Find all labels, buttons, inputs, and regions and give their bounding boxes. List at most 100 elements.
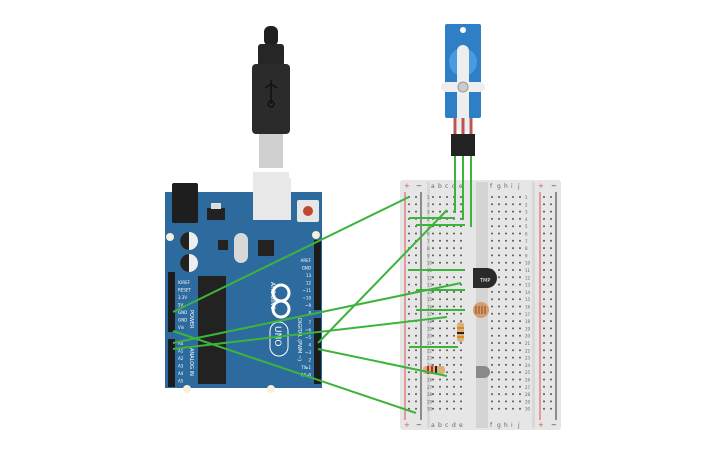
breadboard-hole[interactable] bbox=[415, 261, 417, 264]
breadboard-hole[interactable] bbox=[432, 283, 434, 286]
breadboard-hole[interactable] bbox=[446, 298, 448, 301]
breadboard-hole[interactable] bbox=[498, 276, 500, 279]
breadboard-hole[interactable] bbox=[408, 283, 410, 286]
breadboard-hole[interactable] bbox=[550, 232, 552, 235]
breadboard-hole[interactable] bbox=[519, 232, 521, 235]
breadboard-hole[interactable] bbox=[491, 210, 493, 213]
breadboard-hole[interactable] bbox=[415, 356, 417, 359]
breadboard-hole[interactable] bbox=[439, 210, 441, 213]
breadboard-hole[interactable] bbox=[446, 363, 448, 366]
breadboard-hole[interactable] bbox=[491, 400, 493, 403]
breadboard-hole[interactable] bbox=[519, 239, 521, 242]
breadboard-hole[interactable] bbox=[415, 363, 417, 366]
breadboard-hole[interactable] bbox=[498, 261, 500, 264]
breadboard-hole[interactable] bbox=[498, 400, 500, 403]
breadboard-hole[interactable] bbox=[519, 356, 521, 359]
breadboard-hole[interactable] bbox=[519, 320, 521, 323]
breadboard-hole[interactable] bbox=[550, 276, 552, 279]
breadboard-hole[interactable] bbox=[543, 203, 545, 206]
breadboard-hole[interactable] bbox=[453, 247, 455, 250]
breadboard-hole[interactable] bbox=[439, 247, 441, 250]
breadboard-hole[interactable] bbox=[519, 349, 521, 352]
breadboard-hole[interactable] bbox=[439, 305, 441, 308]
breadboard-hole[interactable] bbox=[550, 393, 552, 396]
breadboard-hole[interactable] bbox=[408, 276, 410, 279]
breadboard-hole[interactable] bbox=[432, 363, 434, 366]
breadboard-hole[interactable] bbox=[550, 334, 552, 337]
breadboard-hole[interactable] bbox=[446, 261, 448, 264]
breadboard-hole[interactable] bbox=[550, 349, 552, 352]
breadboard-hole[interactable] bbox=[491, 385, 493, 388]
breadboard-hole[interactable] bbox=[498, 203, 500, 206]
breadboard-hole[interactable] bbox=[498, 393, 500, 396]
breadboard-hole[interactable] bbox=[439, 261, 441, 264]
breadboard-hole[interactable] bbox=[512, 320, 514, 323]
breadboard-hole[interactable] bbox=[453, 232, 455, 235]
breadboard-hole[interactable] bbox=[415, 196, 417, 198]
breadboard-hole[interactable] bbox=[460, 298, 462, 301]
breadboard-hole[interactable] bbox=[453, 385, 455, 388]
breadboard-hole[interactable] bbox=[460, 239, 462, 242]
breadboard-hole[interactable] bbox=[415, 210, 417, 213]
breadboard-hole[interactable] bbox=[432, 320, 434, 323]
breadboard-hole[interactable] bbox=[550, 196, 552, 198]
breadboard-hole[interactable] bbox=[408, 254, 410, 257]
breadboard-hole[interactable] bbox=[415, 407, 417, 410]
breadboard-hole[interactable] bbox=[512, 254, 514, 257]
breadboard-hole[interactable] bbox=[408, 203, 410, 206]
breadboard-hole[interactable] bbox=[446, 305, 448, 308]
breadboard-hole[interactable] bbox=[505, 276, 507, 279]
breadboard-hole[interactable] bbox=[543, 407, 545, 410]
breadboard-hole[interactable] bbox=[453, 312, 455, 315]
breadboard-hole[interactable] bbox=[408, 225, 410, 228]
breadboard-hole[interactable] bbox=[491, 349, 493, 352]
breadboard-hole[interactable] bbox=[491, 298, 493, 301]
breadboard-hole[interactable] bbox=[439, 356, 441, 359]
breadboard-hole[interactable] bbox=[519, 378, 521, 381]
breadboard-hole[interactable] bbox=[519, 298, 521, 301]
breadboard-hole[interactable] bbox=[550, 254, 552, 257]
breadboard-hole[interactable] bbox=[446, 342, 448, 344]
breadboard-hole[interactable] bbox=[453, 239, 455, 242]
breadboard-hole[interactable] bbox=[453, 356, 455, 359]
breadboard-hole[interactable] bbox=[519, 210, 521, 213]
breadboard-hole[interactable] bbox=[432, 210, 434, 213]
breadboard-hole[interactable] bbox=[439, 320, 441, 323]
breadboard-hole[interactable] bbox=[519, 283, 521, 286]
breadboard-hole[interactable] bbox=[498, 305, 500, 308]
led[interactable] bbox=[476, 366, 490, 378]
breadboard-hole[interactable] bbox=[439, 312, 441, 315]
breadboard-hole[interactable] bbox=[505, 349, 507, 352]
breadboard-hole[interactable] bbox=[432, 196, 434, 198]
breadboard-hole[interactable] bbox=[543, 327, 545, 330]
breadboard-hole[interactable] bbox=[491, 225, 493, 228]
breadboard-hole[interactable] bbox=[453, 334, 455, 337]
breadboard-hole[interactable] bbox=[543, 196, 545, 198]
breadboard-hole[interactable] bbox=[453, 320, 455, 323]
breadboard-hole[interactable] bbox=[498, 327, 500, 330]
breadboard-hole[interactable] bbox=[408, 342, 410, 344]
breadboard-hole[interactable] bbox=[519, 290, 521, 293]
wire-d5[interactable] bbox=[317, 348, 448, 377]
breadboard-hole[interactable] bbox=[446, 247, 448, 250]
breadboard-hole[interactable] bbox=[491, 378, 493, 381]
breadboard-hole[interactable] bbox=[460, 385, 462, 388]
breadboard-hole[interactable] bbox=[505, 327, 507, 330]
breadboard-hole[interactable] bbox=[505, 290, 507, 293]
breadboard-hole[interactable] bbox=[453, 363, 455, 366]
breadboard-hole[interactable] bbox=[432, 276, 434, 279]
breadboard-hole[interactable] bbox=[460, 400, 462, 403]
breadboard-hole[interactable] bbox=[439, 283, 441, 286]
breadboard-hole[interactable] bbox=[446, 407, 448, 410]
breadboard-hole[interactable] bbox=[512, 261, 514, 264]
breadboard-hole[interactable] bbox=[432, 305, 434, 308]
breadboard-hole[interactable] bbox=[460, 393, 462, 396]
breadboard-hole[interactable] bbox=[543, 298, 545, 301]
breadboard-hole[interactable] bbox=[512, 334, 514, 337]
breadboard-hole[interactable] bbox=[519, 261, 521, 264]
breadboard-hole[interactable] bbox=[498, 407, 500, 410]
breadboard-hole[interactable] bbox=[453, 371, 455, 374]
breadboard-hole[interactable] bbox=[453, 276, 455, 279]
breadboard-hole[interactable] bbox=[543, 254, 545, 257]
breadboard-hole[interactable] bbox=[512, 400, 514, 403]
